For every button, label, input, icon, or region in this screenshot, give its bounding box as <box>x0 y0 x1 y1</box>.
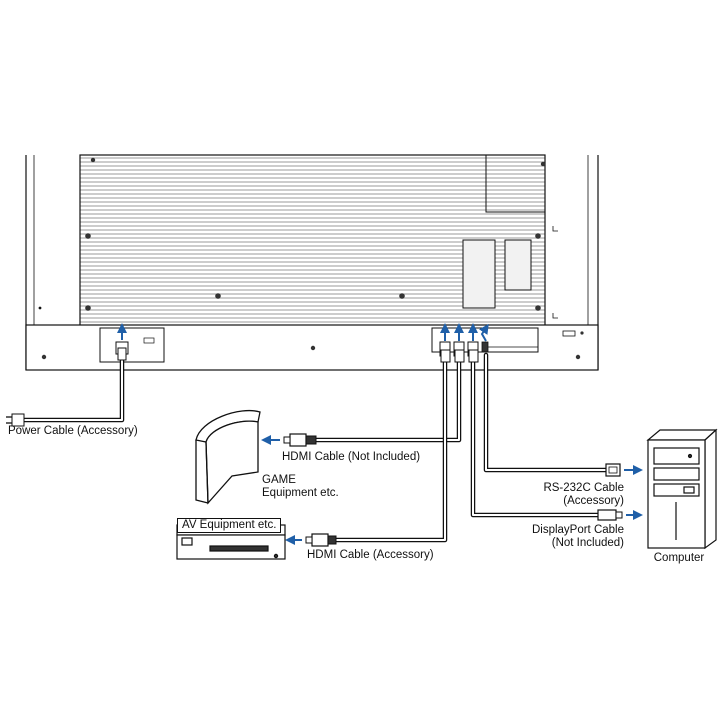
monitor-side-plugs <box>117 347 479 363</box>
game-label-line1: GAME <box>262 474 296 486</box>
computer-icon <box>646 428 718 550</box>
hdmi-cable-av <box>327 357 448 543</box>
monitor-rear <box>25 154 599 371</box>
power-plug <box>6 413 25 427</box>
rs232c-plug <box>605 463 643 477</box>
cables <box>19 352 609 543</box>
rs232c-label-line2: (Accessory) <box>563 495 624 507</box>
av-equipment-label: AV Equipment etc. <box>177 518 282 533</box>
hdmi-cable-game <box>313 357 462 443</box>
displayport-plug <box>597 509 643 521</box>
displayport-label-line2: (Not Included) <box>551 537 624 549</box>
computer-label: Computer <box>653 552 705 564</box>
hdmi-cable-not-included-label: HDMI Cable (Not Included) <box>282 451 421 463</box>
rs232c-label-line1: RS-232C Cable <box>543 482 624 494</box>
game-label-line2: Equipment etc. <box>262 487 339 499</box>
power-cable <box>19 355 125 423</box>
port-arrows <box>117 323 489 342</box>
hdmi-plug-game <box>261 433 317 447</box>
hdmi-plug-av <box>285 533 337 547</box>
game-console-icon <box>195 410 261 505</box>
displayport-label-line1: DisplayPort Cable <box>531 524 624 536</box>
power-cable-label: Power Cable (Accessory) <box>8 425 138 437</box>
hdmi-cable-accessory-label: HDMI Cable (Accessory) <box>307 549 434 561</box>
rs232c-cable <box>483 352 609 473</box>
displayport-cable <box>470 357 601 518</box>
